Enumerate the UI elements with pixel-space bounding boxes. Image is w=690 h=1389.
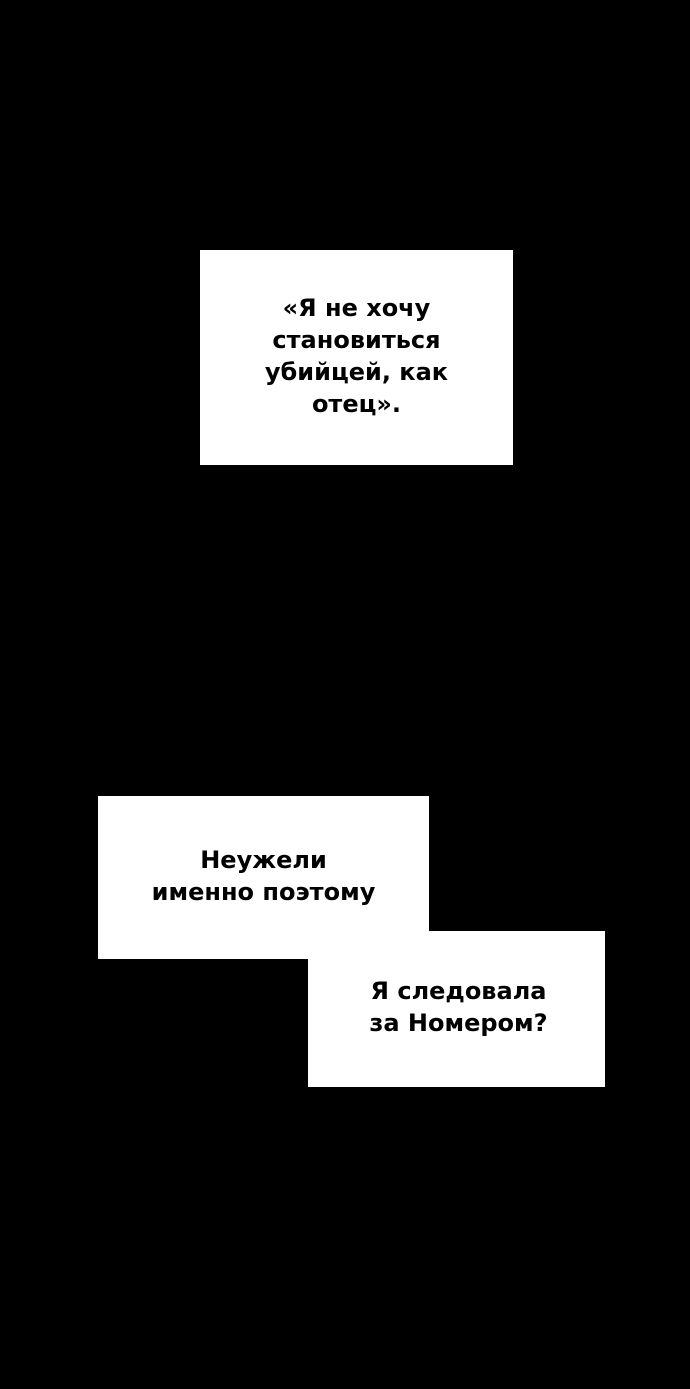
caption-line: становиться [272, 325, 441, 354]
caption-text: Неужели именно поэтому [152, 844, 376, 908]
caption-box: Неужели именно поэтому [98, 796, 429, 959]
caption-line: Я следовала [370, 977, 547, 1005]
caption-line: убийцей, как [264, 357, 449, 386]
caption-line: именно поэтому [151, 877, 376, 906]
caption-text: Я следовала за Номером? [369, 975, 547, 1039]
caption-line: за Номером? [369, 1009, 548, 1037]
caption-line: отец». [311, 389, 402, 418]
caption-line: «Я не хочу [282, 293, 431, 322]
caption-line: Неужели [200, 845, 327, 874]
caption-box: «Я не хочу становиться убийцей, как отец… [200, 250, 513, 465]
caption-text: «Я не хочу становиться убийцей, как отец… [265, 292, 448, 420]
caption-box: Я следовала за Номером? [308, 931, 605, 1087]
